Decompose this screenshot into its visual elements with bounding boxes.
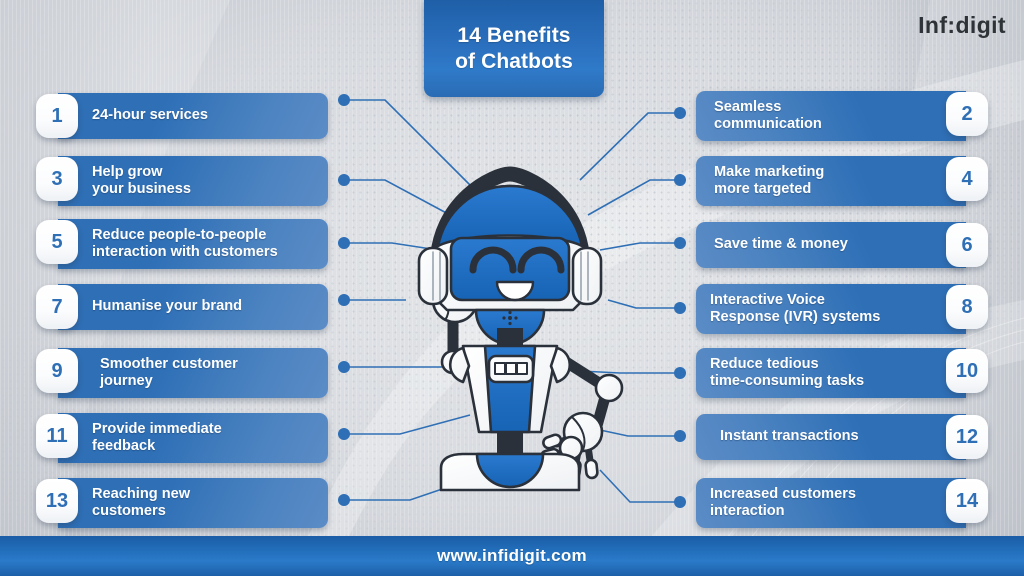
footer-bar: www.infidigit.com <box>0 536 1024 576</box>
benefit-label: Instant transactions <box>720 428 859 445</box>
benefit-bar[interactable]: Humanise your brand <box>58 284 328 330</box>
benefit-number-badge: 7 <box>36 285 78 329</box>
benefit-number-badge: 11 <box>36 414 78 458</box>
robot-headphone-right <box>571 246 603 306</box>
benefit-row-right-6[interactable]: Save time & money 6 <box>696 222 988 268</box>
benefit-number-badge: 2 <box>946 92 988 136</box>
robot-chin-marker <box>502 310 518 326</box>
benefit-row-right-12[interactable]: Instant transactions 12 <box>696 414 988 460</box>
benefit-number-badge: 4 <box>946 157 988 201</box>
title-banner: 14 Benefits of Chatbots <box>424 0 604 97</box>
robot-torso <box>448 344 572 434</box>
benefit-number-badge: 12 <box>946 415 988 459</box>
benefit-row-left-1[interactable]: 24-hour services 1 <box>36 93 328 139</box>
benefit-number-badge: 5 <box>36 220 78 264</box>
brand-logo[interactable]: Inf:digit <box>918 12 1006 38</box>
benefit-row-left-7[interactable]: Humanise your brand 7 <box>36 284 328 330</box>
benefit-bar[interactable]: Save time & money <box>696 222 966 268</box>
benefit-number-badge: 1 <box>36 94 78 138</box>
benefit-number-badge: 6 <box>946 223 988 267</box>
robot-head <box>433 184 587 312</box>
chatbot-robot-mascot <box>417 166 624 492</box>
benefit-number-badge: 3 <box>36 157 78 201</box>
benefit-bar[interactable]: 24-hour services <box>58 93 328 139</box>
benefit-label: 24-hour services <box>92 107 209 124</box>
benefit-label: Humanise your brand <box>92 298 243 315</box>
benefit-number-badge: 13 <box>36 479 78 523</box>
title-line-2: of Chatbots <box>455 49 573 73</box>
benefit-number-badge: 9 <box>36 349 78 393</box>
footer-website-url[interactable]: www.infidigit.com <box>437 546 587 565</box>
title-line-1: 14 Benefits <box>457 23 571 47</box>
page-title: 14 Benefits of Chatbots <box>455 23 573 74</box>
benefit-label: Save time & money <box>714 236 848 253</box>
benefit-number-badge: 10 <box>946 349 988 393</box>
benefit-bar[interactable]: Instant transactions <box>696 414 966 460</box>
benefit-number-badge: 8 <box>946 285 988 329</box>
robot-base <box>439 432 581 492</box>
benefit-number-badge: 14 <box>946 479 988 523</box>
